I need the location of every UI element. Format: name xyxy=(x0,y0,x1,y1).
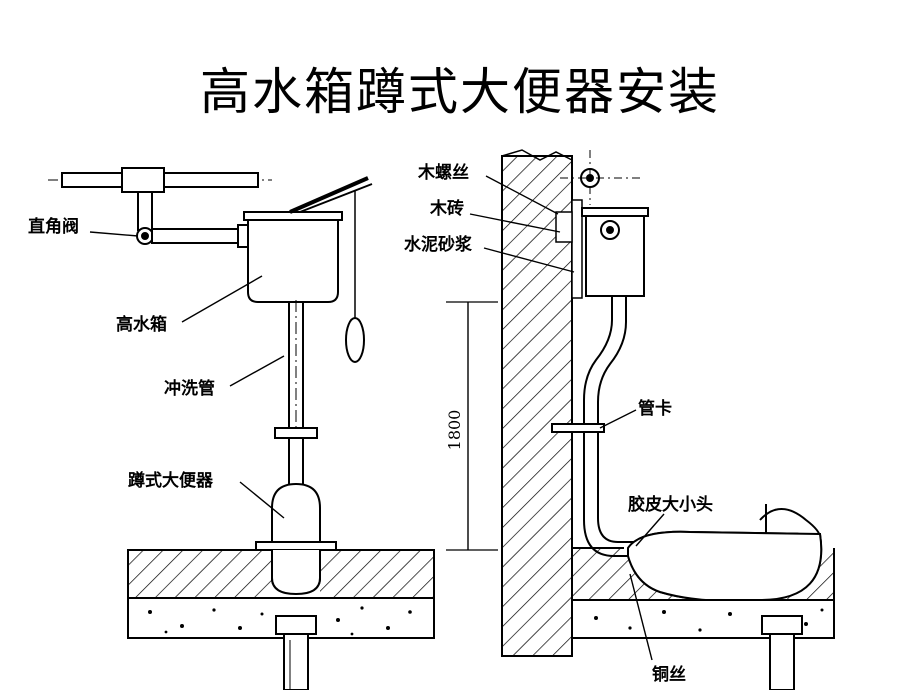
pull-lever xyxy=(289,176,369,214)
pipe-clamp xyxy=(551,423,605,433)
label-copper-wire: 铜丝 xyxy=(652,664,686,685)
left-view xyxy=(48,167,435,690)
label-angle-valve: 直角阀 xyxy=(28,216,79,237)
label-wood-brick: 木砖 xyxy=(429,198,464,219)
pull-handle xyxy=(345,317,365,363)
dimension-1800: 1800 xyxy=(445,410,464,451)
wood-brick xyxy=(555,211,573,243)
label-flush-pipe: 冲洗管 xyxy=(164,378,215,399)
high-tank-shape xyxy=(243,211,343,303)
label-high-tank: 高水箱 xyxy=(116,314,167,335)
label-rubber-reducer: 胶皮大小头 xyxy=(628,494,713,515)
supply-pipe xyxy=(48,167,272,193)
label-wood-screw: 木螺丝 xyxy=(417,162,469,183)
label-cement-mortar: 水泥砂浆 xyxy=(404,234,473,255)
riser-pipe xyxy=(137,191,153,231)
label-squat-toilet: 蹲式大便器 xyxy=(128,470,214,491)
cement-mortar-strip xyxy=(571,199,583,299)
label-pipe-clamp: 管卡 xyxy=(638,398,672,419)
inlet-pipe xyxy=(151,228,241,244)
page-title: 高水箱蹲式大便器安装 xyxy=(200,63,720,121)
right-view xyxy=(446,149,835,690)
